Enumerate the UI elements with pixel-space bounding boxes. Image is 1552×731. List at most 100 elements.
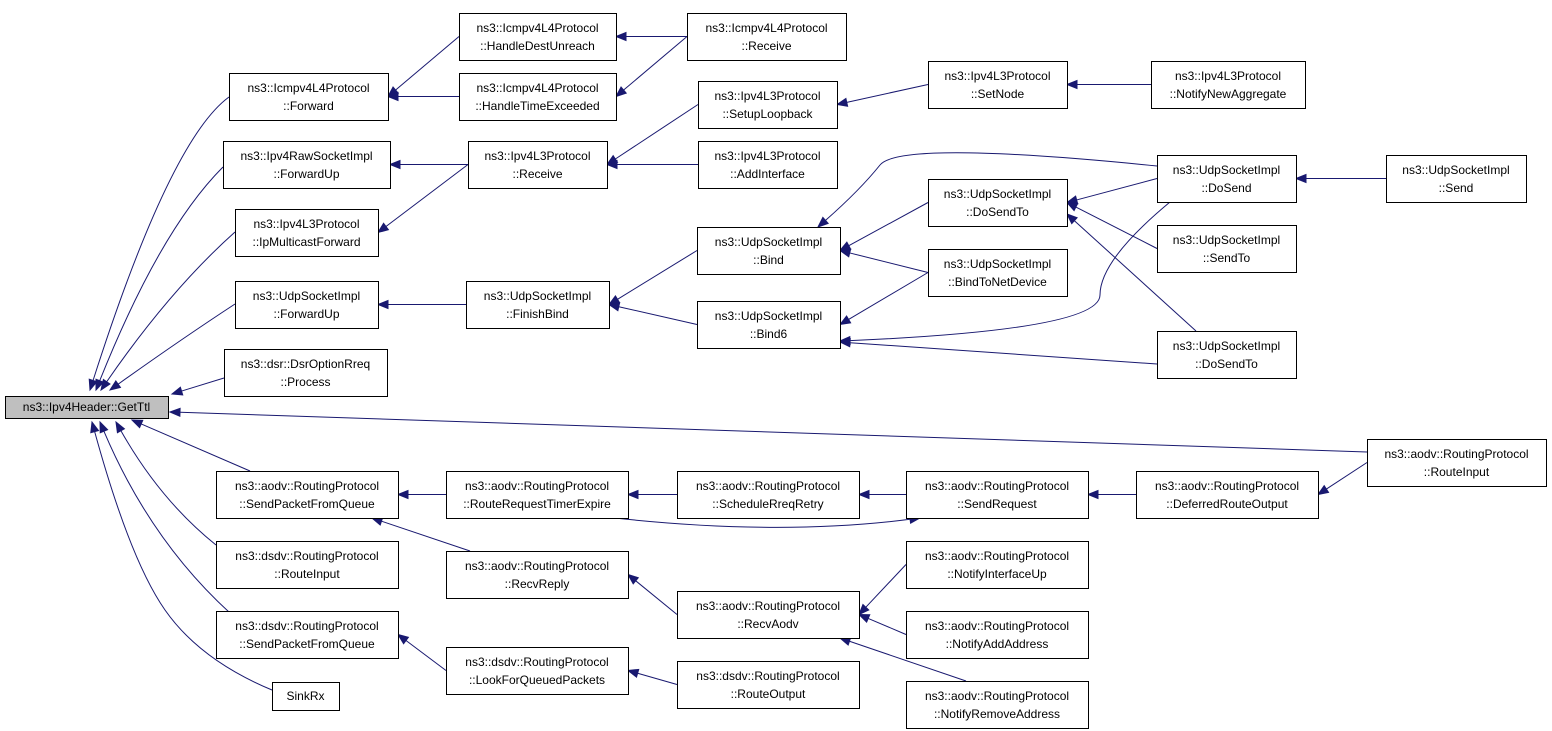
node-label-line: ns3::Icmpv4L4Protocol xyxy=(705,21,827,35)
function-node[interactable]: ns3::Ipv4L3Protocol::AddInterface xyxy=(698,141,838,189)
node-label-line: ::Receive xyxy=(741,39,791,53)
edge-aodv_naddr-to-aodv_recvaodv xyxy=(857,613,907,635)
node-box xyxy=(677,591,860,639)
edge-udp_dosendto_b-to-udp_bind6 xyxy=(838,337,1158,365)
node-label-line: ns3::Ipv4L3Protocol xyxy=(714,89,820,103)
node-box xyxy=(1157,331,1297,379)
function-node[interactable]: ns3::aodv::RoutingProtocol::RouteRequest… xyxy=(446,471,629,519)
node-label-line: ns3::UdpSocketImpl xyxy=(1402,163,1509,177)
function-node[interactable]: ns3::Icmpv4L4Protocol::Forward xyxy=(229,73,389,121)
function-node[interactable]: ns3::dsdv::RoutingProtocol::RouteInput xyxy=(216,541,399,589)
function-node[interactable]: ns3::aodv::RoutingProtocol::RouteInput xyxy=(1367,439,1547,487)
function-node[interactable]: ns3::aodv::RoutingProtocol::ScheduleRreq… xyxy=(677,471,860,519)
edge-icmp_recv-to-icmp_hte xyxy=(614,36,688,98)
node-box xyxy=(906,611,1089,659)
function-node[interactable]: ns3::aodv::RoutingProtocol::NotifyInterf… xyxy=(906,541,1089,589)
node-label-line: ns3::dsdv::RoutingProtocol xyxy=(235,619,378,633)
node-label-line: ns3::UdpSocketImpl xyxy=(944,257,1051,271)
function-node[interactable]: ns3::aodv::RoutingProtocol::RecvAodv xyxy=(677,591,860,639)
edge-l3_notify-to-l3_setnode xyxy=(1065,79,1151,90)
edge-raw_fwdup-to-root xyxy=(95,166,224,392)
function-node[interactable]: ns3::UdpSocketImpl::BindToNetDevice xyxy=(928,249,1068,297)
node-box xyxy=(459,13,617,61)
function-node[interactable]: ns3::dsdv::RoutingProtocol::SendPacketFr… xyxy=(216,611,399,659)
node-label-line: ::RouteInput xyxy=(1424,465,1490,479)
node-label-line: ::SetupLoopback xyxy=(722,107,813,121)
node-label-line: ::Receive xyxy=(512,167,562,181)
function-node[interactable]: ns3::Icmpv4L4Protocol::HandleTimeExceede… xyxy=(459,73,617,121)
function-node[interactable]: ns3::UdpSocketImpl::Send xyxy=(1386,155,1527,203)
node-label-line: SinkRx xyxy=(286,689,324,703)
function-node[interactable]: ns3::Ipv4L3Protocol::Receive xyxy=(468,141,608,189)
function-node[interactable]: ns3::UdpSocketImpl::DoSendTo xyxy=(1157,331,1297,379)
node-label-line: ::SendPacketFromQueue xyxy=(239,637,375,651)
function-node[interactable]: ns3::dsr::DsrOptionRreq::Process xyxy=(224,349,388,397)
node-box xyxy=(1157,155,1297,203)
function-node[interactable]: ns3::UdpSocketImpl::Bind6 xyxy=(697,301,841,349)
function-node[interactable]: ns3::Icmpv4L4Protocol::HandleDestUnreach xyxy=(459,13,617,61)
edge-udp_send-to-udp_dosend xyxy=(1294,173,1386,184)
edge-dsdv_lfqp-to-dsdv_spfq xyxy=(396,633,447,671)
node-box xyxy=(446,647,629,695)
function-node[interactable]: ns3::UdpSocketImpl::FinishBind xyxy=(466,281,610,329)
node-box xyxy=(906,541,1089,589)
function-node[interactable]: ns3::aodv::RoutingProtocol::NotifyAddAdd… xyxy=(906,611,1089,659)
function-node[interactable]: SinkRx xyxy=(272,682,340,711)
node-box xyxy=(1386,155,1527,203)
function-node[interactable]: ns3::Ipv4L3Protocol::SetNode xyxy=(928,61,1068,109)
function-node[interactable]: ns3::aodv::RoutingProtocol::NotifyRemove… xyxy=(906,681,1089,729)
edge-aodv_recvreply-to-aodv_spfq xyxy=(370,516,471,552)
function-node[interactable]: ns3::dsdv::RoutingProtocol::RouteOutput xyxy=(677,661,860,709)
function-node[interactable]: ns3::Ipv4RawSocketImpl::ForwardUp xyxy=(223,141,391,189)
node-label-line: ::SendPacketFromQueue xyxy=(239,497,375,511)
node-label-line: ns3::aodv::RoutingProtocol xyxy=(925,479,1069,493)
node-label-line: ns3::UdpSocketImpl xyxy=(1173,339,1280,353)
node-label-line: ns3::Icmpv4L4Protocol xyxy=(476,21,598,35)
function-node[interactable]: ns3::Ipv4L3Protocol::SetupLoopback xyxy=(698,81,838,129)
node-box xyxy=(928,249,1068,297)
function-node[interactable]: ns3::Ipv4L3Protocol::IpMulticastForward xyxy=(235,209,379,257)
function-node[interactable]: ns3::UdpSocketImpl::Bind xyxy=(697,227,841,275)
edge-l3_setnode-to-l3_loop xyxy=(835,84,929,107)
node-box xyxy=(677,661,860,709)
edge-aodv_srr-to-aodv_rrte xyxy=(626,489,677,500)
node-label-line: ::RouteInput xyxy=(274,567,340,581)
function-node[interactable]: ns3::aodv::RoutingProtocol::RecvReply xyxy=(446,551,629,599)
function-node[interactable]: ns3::UdpSocketImpl::SendTo xyxy=(1157,225,1297,273)
root-node[interactable]: ns3::Ipv4Header::GetTtl xyxy=(5,396,169,419)
function-node[interactable]: ns3::UdpSocketImpl::ForwardUp xyxy=(235,281,379,329)
node-label-line: ns3::dsr::DsrOptionRreq xyxy=(241,357,370,371)
function-node[interactable]: ns3::dsdv::RoutingProtocol::LookForQueue… xyxy=(446,647,629,695)
function-node[interactable]: ns3::Ipv4L3Protocol::NotifyNewAggregate xyxy=(1151,61,1306,109)
edge-udp_sendto-to-udp_dosendto_a xyxy=(1065,201,1158,249)
function-node[interactable]: ns3::Icmpv4L4Protocol::Receive xyxy=(687,13,847,61)
node-box xyxy=(928,179,1068,227)
node-box xyxy=(446,551,629,599)
node-label-line: ::HandleDestUnreach xyxy=(480,39,595,53)
node-label-line: ns3::UdpSocketImpl xyxy=(715,235,822,249)
node-box xyxy=(906,471,1089,519)
function-node[interactable]: ns3::aodv::RoutingProtocol::DeferredRout… xyxy=(1136,471,1319,519)
node-label-line: ns3::aodv::RoutingProtocol xyxy=(235,479,379,493)
node-label-line: ns3::dsdv::RoutingProtocol xyxy=(696,669,839,683)
node-label-line: ::BindToNetDevice xyxy=(948,275,1047,289)
node-box xyxy=(697,227,841,275)
function-node[interactable]: ns3::UdpSocketImpl::DoSendTo xyxy=(928,179,1068,227)
function-node[interactable]: ns3::aodv::RoutingProtocol::SendRequest xyxy=(906,471,1089,519)
node-label-line: ns3::Ipv4L3Protocol xyxy=(253,217,359,231)
node-label-line: ns3::aodv::RoutingProtocol xyxy=(696,479,840,493)
function-node[interactable]: ns3::aodv::RoutingProtocol::SendPacketFr… xyxy=(216,471,399,519)
node-label-line: ::LookForQueuedPackets xyxy=(469,673,605,687)
node-label-line: ::Bind6 xyxy=(750,327,788,341)
node-label-line: ns3::aodv::RoutingProtocol xyxy=(696,599,840,613)
node-label-line: ns3::UdpSocketImpl xyxy=(944,187,1051,201)
node-box xyxy=(687,13,847,61)
edge-dsr_proc-to-root xyxy=(170,377,225,396)
node-box xyxy=(459,73,617,121)
edge-dsdv_routeoutput-to-dsdv_lfqp xyxy=(626,668,678,685)
node-label-line: ns3::Ipv4RawSocketImpl xyxy=(240,149,372,163)
function-node[interactable]: ns3::UdpSocketImpl::DoSend xyxy=(1157,155,1297,203)
edge-udp_dosendto_a-to-udp_bind xyxy=(838,202,929,252)
edge-udp_finish-to-udp_fwdup xyxy=(376,299,466,310)
